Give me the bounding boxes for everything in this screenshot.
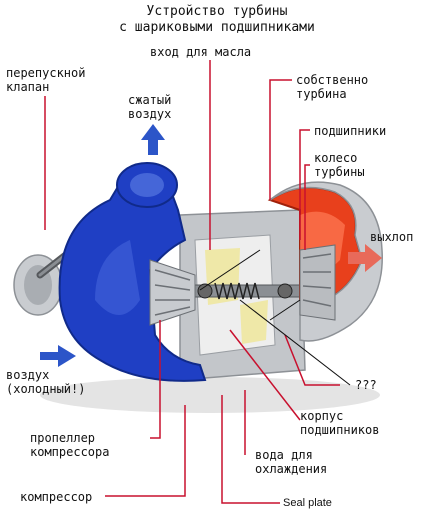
leader-pointers [199, 249, 351, 386]
label-seal-plate: Seal plate [283, 497, 332, 509]
ground-shadow [40, 377, 380, 413]
label-bypass-valve: перепускной клапан [6, 66, 86, 94]
exhaust-arrow [348, 244, 382, 272]
turbine-wheel [299, 244, 336, 321]
compressor-impeller [149, 259, 196, 326]
label-oil-inlet: вход для масла [150, 45, 252, 59]
label-exhaust: выхлоп [370, 230, 414, 244]
title-line-1: Устройство турбины [146, 4, 288, 19]
label-compressor-impeller: пропеллер компрессора [30, 431, 110, 459]
label-bearing-housing: корпус подшипников [300, 409, 380, 437]
label-bearings: подшипники [314, 124, 387, 138]
turbine-housing [267, 181, 383, 342]
label-turbine-proper: собственно турбина [296, 73, 369, 101]
compressor-housing [58, 162, 207, 382]
turbine-shaft [189, 282, 301, 300]
label-compressed-air: сжатый воздух [128, 93, 172, 121]
cold-air-arrow [40, 345, 76, 367]
airflow-arrows [40, 124, 382, 367]
leader-lines [44, 60, 340, 504]
label-cooling-water: вода для охлаждения [255, 448, 328, 476]
compressed-air-arrow [141, 124, 165, 155]
label-cold-air: воздух (холодный!) [6, 368, 86, 396]
label-unknown: ??? [355, 378, 377, 392]
label-compressor: компрессор [20, 490, 93, 504]
label-turbine-wheel: колесо турбины [314, 151, 365, 179]
title-line-2: с шариковыми подшипниками [119, 20, 315, 35]
diagram-title: Устройство турбины с шариковыми подшипни… [0, 4, 434, 36]
